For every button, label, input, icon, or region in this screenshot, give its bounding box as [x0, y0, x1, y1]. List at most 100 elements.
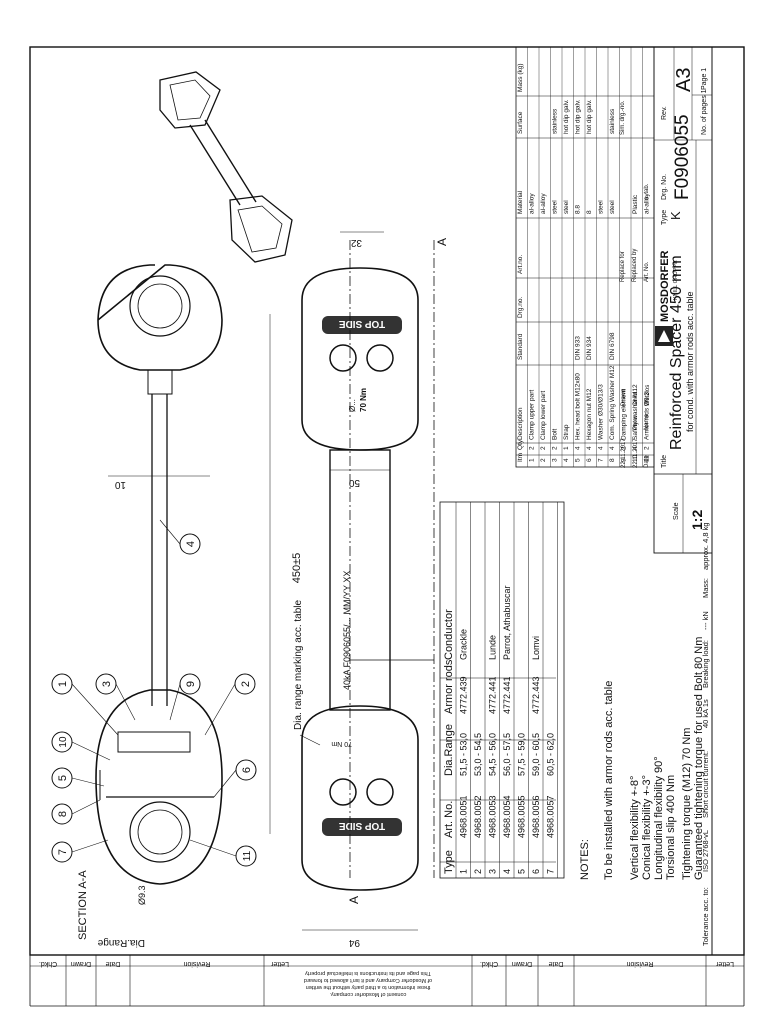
- type-table-cell: 1: [459, 869, 469, 874]
- scale-value: 1:2: [689, 510, 705, 530]
- title-block: Scale 1:2 Title Reinforced Spacer 450 mm…: [620, 46, 713, 554]
- drawn-date: 22.11.2017: [621, 438, 627, 468]
- ownership-line-2: of Mosdorfer Company and it isn't allowe…: [304, 977, 432, 983]
- bom-cell: 8.8: [575, 205, 582, 214]
- drawn-label-right: Drawn: [512, 960, 532, 967]
- type-value: K: [668, 211, 683, 220]
- bom-cell: 11: [644, 455, 651, 462]
- callout-5-label: 5: [57, 775, 69, 781]
- drawing-title: Reinforced Spacer 450 mm: [668, 255, 685, 450]
- callout-9-label: 9: [185, 681, 197, 687]
- callout-6-label: 6: [241, 767, 253, 773]
- callout-11-label: 11: [242, 850, 253, 861]
- type-table-cell: 4772.441: [502, 676, 512, 714]
- bolt-head-2: [366, 344, 394, 372]
- bom-cell: steel: [563, 200, 570, 214]
- bom-cell: 4: [586, 446, 593, 450]
- chkd-date: 22.11.2017: [633, 438, 639, 468]
- lower-clamp-top: [301, 705, 419, 891]
- bom-cell: steel: [609, 200, 616, 214]
- type-table-cell: 4968.0051: [459, 795, 469, 838]
- bom-cell: stainless: [552, 108, 559, 134]
- conductor-lower: [129, 801, 191, 863]
- bom-cell: al-alloy: [540, 193, 547, 214]
- section-view: [95, 264, 223, 885]
- bom-cell: stainless: [609, 108, 616, 134]
- type-table-header: Dia.Range: [443, 724, 455, 776]
- bom-cell: Washer Ø30/Ø13/3: [598, 384, 605, 440]
- type-table-cell: 3: [488, 869, 498, 874]
- bom-header-cell: Surface: [517, 111, 524, 134]
- bom-cell: DIN 6798: [609, 332, 616, 360]
- bom-header-cell: Art.no.: [517, 255, 524, 274]
- bom-header-cell: Description: [517, 407, 524, 440]
- top-side-badge-upper: [322, 316, 402, 334]
- bom-cell: 3: [552, 458, 559, 462]
- drawn-label-left: Drawn: [71, 960, 91, 967]
- section-label: SECTION A-A: [77, 870, 89, 940]
- bom-cell: DIN 934: [586, 336, 593, 360]
- isometric-view: [159, 71, 293, 263]
- dia-range-label: Dia.Range: [97, 937, 145, 948]
- bom-cell: 2: [540, 458, 547, 462]
- letter-label-left: Letter: [270, 960, 289, 967]
- bom-cell: al-alloy: [644, 193, 651, 214]
- bom-cell: hot dip galv.: [586, 99, 593, 134]
- notes-flex-4: Torsional slip 400 Nm: [665, 775, 677, 880]
- type-table-cell: 60,5 - 62,0: [546, 733, 556, 776]
- bom-header-cell: Mass (kg): [517, 63, 524, 92]
- bom-cell: Strap: [563, 424, 570, 440]
- art-no-label: Art. No.: [644, 261, 650, 282]
- bom-cell: Clamp lower part: [540, 391, 547, 440]
- callout-8-label: 8: [57, 811, 69, 817]
- bom-cell: Clamp upper part: [529, 390, 536, 440]
- bom-cell: 1: [563, 446, 570, 450]
- bom-cell: DIN 933: [575, 336, 582, 360]
- bom-cell: hot dip galv.: [575, 99, 582, 134]
- company-name: MOSDORFER: [659, 250, 671, 322]
- bolt-head-3: [329, 778, 357, 806]
- scale-label: Scale: [673, 502, 680, 520]
- bom-cell: 7: [598, 458, 605, 462]
- chkd-label-right: Chkd.: [480, 960, 498, 967]
- notes-torque-1: Tightening torque (M12) 70 Nm: [681, 728, 693, 880]
- bom-cell: 5: [575, 458, 582, 462]
- dim-94: 94: [348, 937, 360, 948]
- conductor-upper: [129, 275, 191, 337]
- type-table-cell: 7: [546, 869, 556, 874]
- sim-drg-label: Sim. drg.-no.: [620, 100, 626, 135]
- notes-armor: To be installed with armor rods acc. tab…: [603, 681, 615, 880]
- bom-cell: al-alloy: [529, 193, 536, 214]
- bolt-head-4: [366, 778, 394, 806]
- tolerance-label: Tolerance acc. to:: [701, 887, 710, 946]
- dim-32: 32: [350, 237, 362, 248]
- callout-7-label: 7: [57, 849, 69, 855]
- date-label-left: Date: [106, 960, 121, 967]
- pages-count: No. of pages 1: [701, 89, 708, 135]
- bom-cell: 2: [540, 446, 547, 450]
- type-table-cell: 4968.0055: [517, 795, 527, 838]
- type-table-cell: 2: [473, 869, 483, 874]
- upper-clamp-top: [301, 267, 419, 451]
- type-table-cell: 59,0 - 60,5: [531, 733, 541, 776]
- type-table-cell: 56,0 - 57,5: [502, 733, 512, 776]
- bom-cell: 4: [563, 458, 570, 462]
- name-col-label: Name: [644, 413, 650, 430]
- bom-cell: 6: [586, 458, 593, 462]
- callout-10-label: 10: [58, 736, 69, 748]
- type-table-cell: 4968.0053: [488, 795, 498, 838]
- breaking-load-label: Breaking load:: [701, 640, 710, 688]
- section-clamp: [95, 689, 223, 885]
- bom-header-cell: Qty: [517, 439, 524, 450]
- type-table-cell: 53,0 - 54,5: [473, 733, 483, 776]
- bom-cell: 2: [644, 446, 651, 450]
- type-table-cell: 6: [531, 869, 541, 874]
- notes-torque-2: Guaranteed tightening torque for used Bo…: [693, 637, 705, 880]
- section-dimensions: SECTION A-A Dia.Range Ø9.3 10 450±5: [77, 314, 303, 948]
- drg-no-label: Drg. No.: [661, 174, 668, 200]
- type-table-cell: Grackle: [459, 629, 469, 660]
- breaking-load-value: --- kN: [701, 611, 710, 630]
- bom-cell: 1: [529, 458, 536, 462]
